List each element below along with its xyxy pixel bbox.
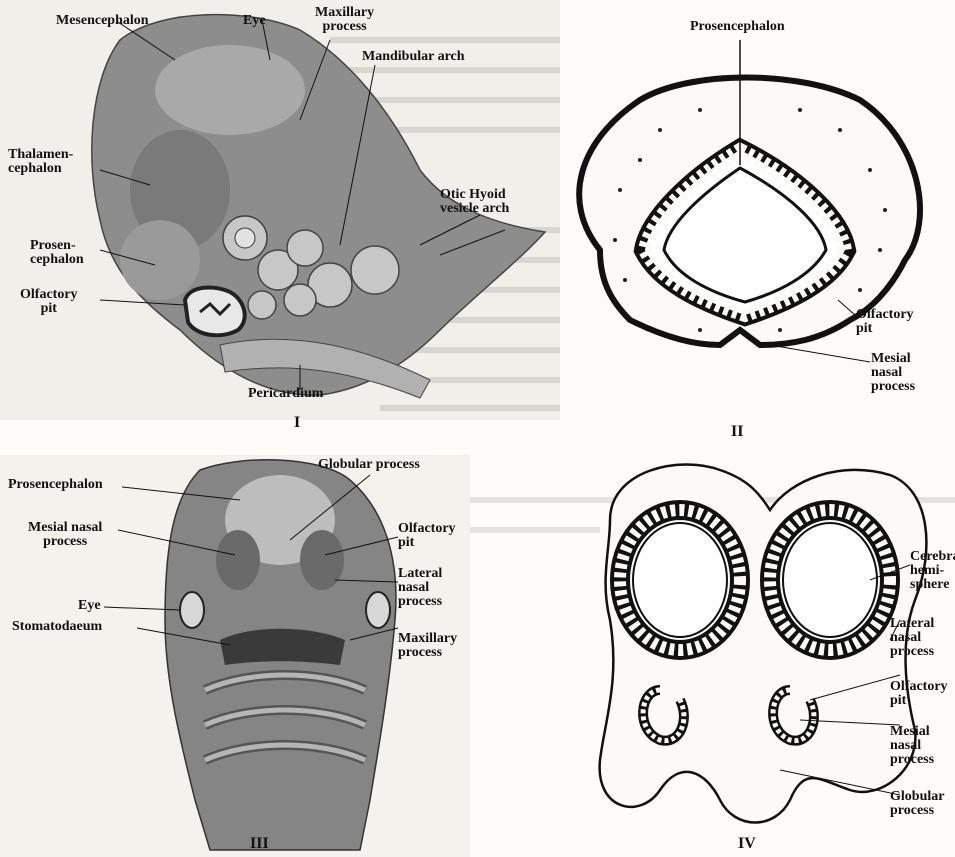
label-fig1-olfactory-pit: Olfactory pit: [20, 288, 78, 316]
label-fig1-thalamencephalon: Thalamen- cephalon: [8, 148, 73, 176]
label-fig3-stomatodaeum: Stomatodaeum: [12, 620, 102, 634]
label-fig2-olfactory-pit: Olfactory pit: [856, 308, 914, 336]
label-fig3-prosencephalon: Prosencephalon: [8, 478, 103, 492]
label-fig3-mesial-nasal-process: Mesial nasal process: [28, 521, 102, 549]
label-fig1-eye: Eye: [243, 14, 266, 28]
label-fig3-eye: Eye: [78, 599, 101, 613]
label-fig1-prosencephalon: Prosen- cephalon: [30, 239, 84, 267]
figure-numeral-iv: IV: [738, 835, 756, 853]
figure-numeral-i: I: [294, 414, 300, 432]
label-fig1-mandibular-arch: Mandibular arch: [362, 50, 465, 64]
label-fig3-olfactory-pit: Olfactory pit: [398, 522, 456, 550]
label-fig4-olfactory-pit: Olfactory pit: [890, 680, 948, 708]
label-fig1-otic-hyoid: Otic Hyoid vesicle arch: [440, 188, 509, 216]
label-fig1-pericardium: Pericardium: [248, 387, 323, 401]
label-fig1-mesencephalon: Mesencephalon: [56, 14, 149, 28]
label-fig4-globular-process: Globular process: [890, 790, 944, 818]
label-fig2-mesial-nasal-process: Mesial nasal process: [871, 352, 915, 394]
label-fig4-cerebral-hemisphere: Cerebral hemi- sphere: [910, 550, 955, 592]
label-fig3-globular-process: Globular process: [318, 458, 420, 472]
label-fig4-lateral-nasal-process: Lateral nasal process: [890, 617, 934, 659]
figure-iv-drawing: [600, 464, 927, 822]
figure-numeral-ii: II: [731, 423, 743, 441]
figure-numeral-iii: III: [250, 835, 269, 853]
label-fig1-maxillary-process: Maxillary process: [315, 6, 374, 34]
label-fig2-prosencephalon: Prosencephalon: [690, 20, 785, 34]
label-fig3-lateral-nasal-process: Lateral nasal process: [398, 567, 442, 609]
label-fig3-maxillary-process: Maxillary process: [398, 632, 457, 660]
label-fig4-mesial-nasal-process: Mesial nasal process: [890, 725, 934, 767]
